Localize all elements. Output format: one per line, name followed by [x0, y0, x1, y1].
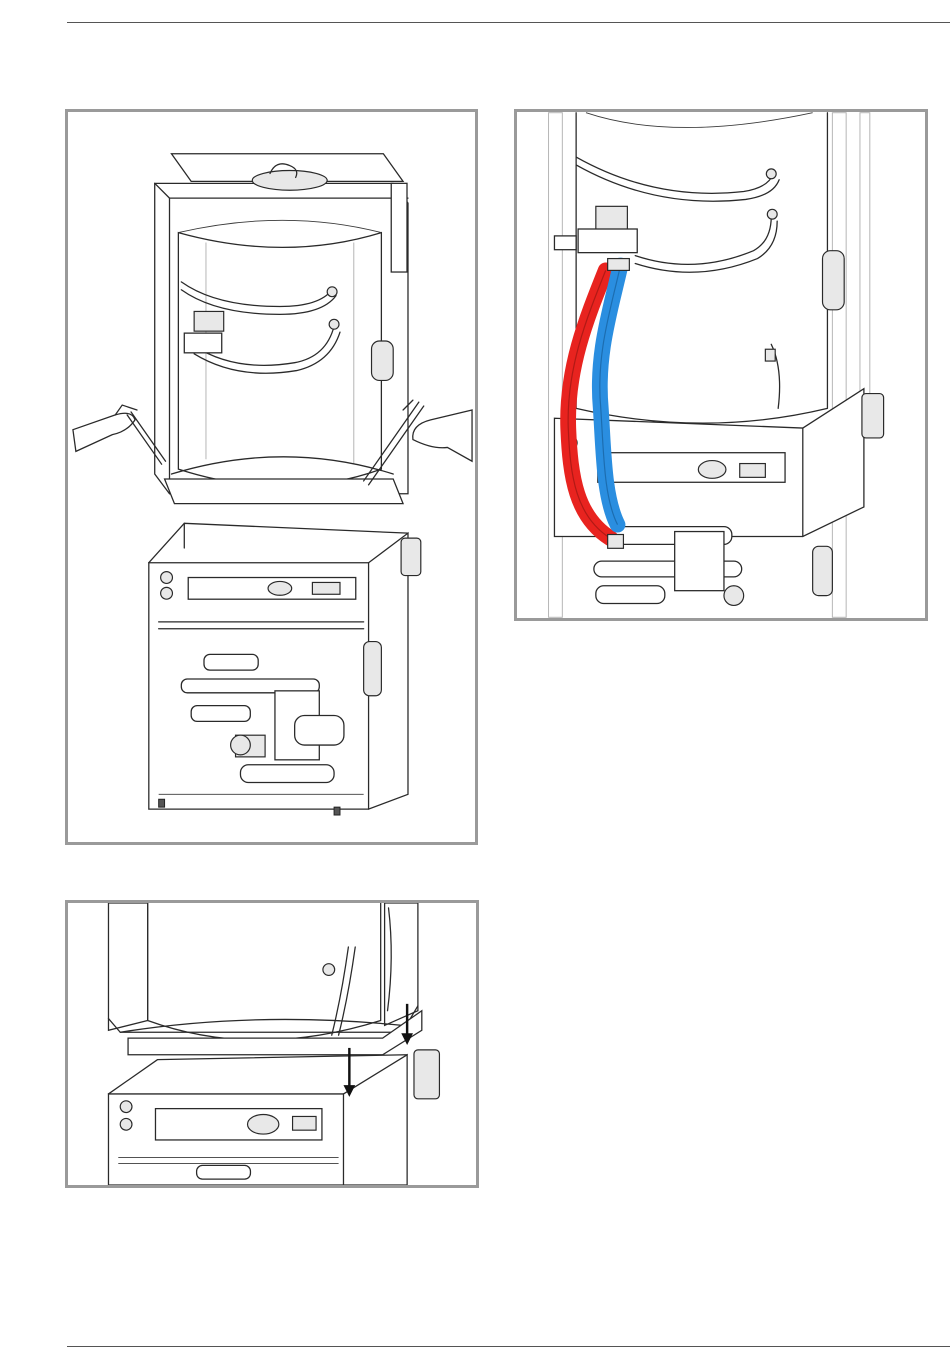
connecting-pipes-illustration: [517, 112, 925, 618]
bottom-rule: [67, 1346, 950, 1347]
lowering-tank-arrows-illustration: [68, 903, 476, 1185]
hands-lifting-tank-illustration: [68, 112, 475, 842]
top-rule: [67, 22, 950, 23]
figure-lower-tank: [65, 900, 479, 1188]
figure-lift-tank: [65, 109, 478, 845]
figure-connect-pipes: [514, 109, 928, 621]
